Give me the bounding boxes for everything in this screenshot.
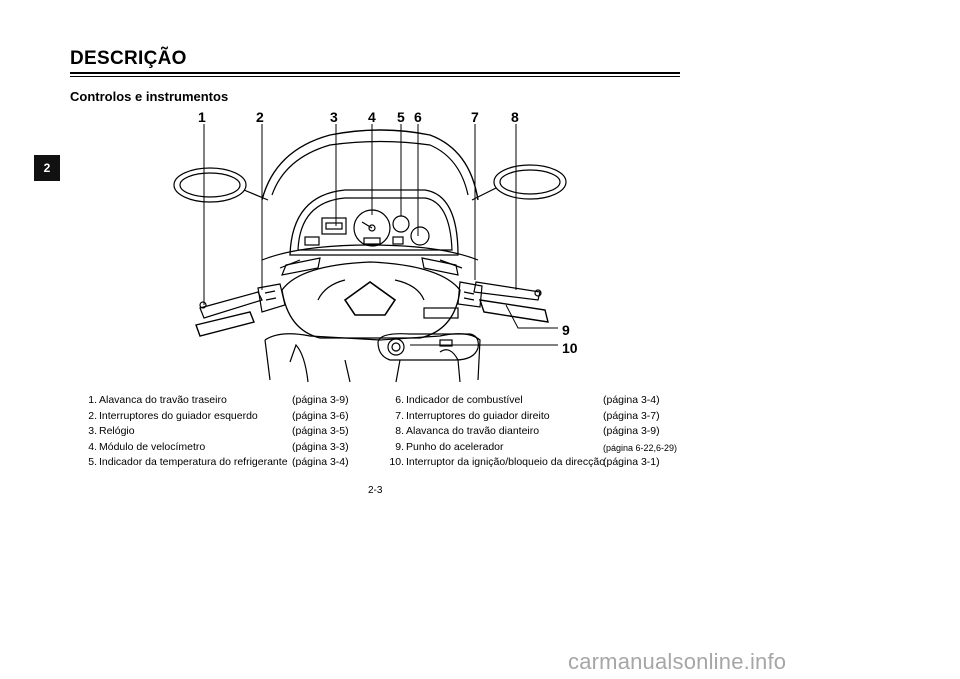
legend-text: Interruptores do guiador esquerdo bbox=[99, 409, 258, 422]
legend-page: (página 3-5) bbox=[292, 425, 349, 437]
callout-2: 2 bbox=[256, 109, 264, 125]
legend-num: 4. bbox=[88, 440, 97, 453]
title-rule-thin bbox=[70, 76, 680, 77]
legend-text: Indicador da temperatura do refrigerante bbox=[99, 456, 288, 468]
legend-num: 6. bbox=[395, 394, 404, 406]
page-number: 2-3 bbox=[368, 485, 383, 496]
legend-text: Punho do acelerador bbox=[406, 440, 504, 453]
legend-page: (página 3-6) bbox=[292, 409, 349, 422]
callout-10: 10 bbox=[562, 340, 578, 356]
legend-text: Indicador de combustível bbox=[406, 394, 523, 406]
legend-num: 2. bbox=[88, 409, 97, 422]
legend-num: 3. bbox=[88, 425, 97, 437]
legend-text: Alavanca do travão traseiro bbox=[99, 394, 227, 406]
callout-5: 5 bbox=[397, 109, 405, 125]
legend-num: 1. bbox=[88, 394, 97, 406]
legend-page: (página 3-7) bbox=[603, 409, 660, 422]
legend-page: (página 3-3) bbox=[292, 440, 349, 453]
legend-num: 8. bbox=[395, 425, 404, 437]
legend-num: 10. bbox=[389, 456, 404, 468]
callout-8: 8 bbox=[511, 109, 519, 125]
legend-text: Interruptor da ignição/bloqueio da direc… bbox=[406, 456, 606, 468]
legend-text: Alavanca do travão dianteiro bbox=[406, 425, 540, 437]
legend-text: Relógio bbox=[99, 425, 135, 437]
section-subtitle: Controlos e instrumentos bbox=[70, 89, 229, 104]
legend-num: 5. bbox=[88, 456, 97, 468]
title-rule bbox=[70, 72, 680, 74]
legend-text: Interruptores do guiador direito bbox=[406, 409, 550, 422]
legend-num: 9. bbox=[395, 440, 404, 453]
callout-7: 7 bbox=[471, 109, 479, 125]
callout-4: 4 bbox=[368, 109, 376, 125]
legend-num: 7. bbox=[395, 409, 404, 422]
legend-page: (página 3-9) bbox=[292, 394, 349, 406]
legend-text: Módulo de velocímetro bbox=[99, 440, 206, 453]
callout-1: 1 bbox=[198, 109, 206, 125]
legend-page: (página 3-1) bbox=[603, 456, 660, 468]
legend-page: (página 3-4) bbox=[292, 456, 349, 468]
chapter-tab: 2 bbox=[34, 155, 60, 181]
callout-6: 6 bbox=[414, 109, 422, 125]
callout-3: 3 bbox=[330, 109, 338, 125]
legend-page: (página 6-22,6-29) bbox=[603, 442, 678, 453]
legend-page: (página 3-4) bbox=[603, 394, 660, 406]
handlebar-illustration bbox=[173, 124, 567, 383]
callout-9: 9 bbox=[562, 322, 570, 338]
page-title: DESCRIÇÃO bbox=[70, 48, 187, 69]
watermark: carmanualsonline.info bbox=[568, 649, 787, 674]
legend-page: (página 3-9) bbox=[603, 425, 660, 437]
